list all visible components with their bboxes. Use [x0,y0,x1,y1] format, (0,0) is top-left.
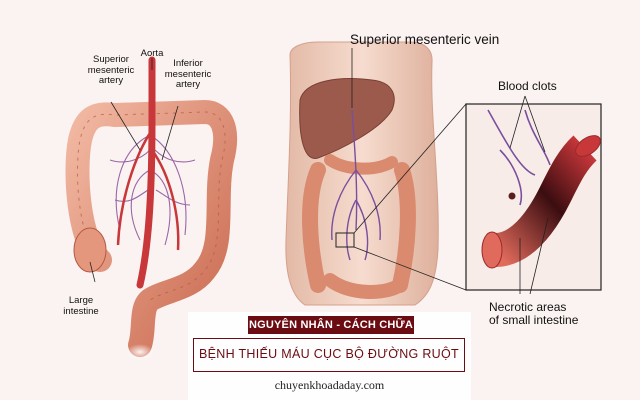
clot-mark [508,192,516,200]
aorta-label: Aorta [140,48,164,59]
small-intestine-tube [493,135,598,267]
zoom-box [335,232,355,248]
blood-clots-label: Blood clots [498,79,557,93]
banner-title-box: BỆNH THIẾU MÁU CỤC BỘ ĐƯỜNG RUỘT [193,338,465,372]
large-intestine-label: Large intestine [63,295,99,317]
banner-tag: NGUYÊN NHÂN - CÁCH CHỮA [248,316,414,334]
site-url[interactable]: chuyenkhoadaday.com [274,378,385,392]
title-banner: NGUYÊN NHÂN - CÁCH CHỮA BỆNH THIẾU MÁU C… [188,312,471,400]
inferior-mesenteric-artery-label: Inferior mesenteric artery [164,58,212,91]
cecum [73,227,107,273]
superior-mesenteric-vein [331,109,381,261]
abdomen-diagram [285,41,467,306]
superior-mesenteric-artery-label: Superior mesenteric artery [87,54,135,87]
mesenteric-vessels [109,134,196,246]
descending-colon [392,162,416,293]
ascending-colon [302,162,326,293]
superior-mesenteric-vein-label: Superior mesenteric vein [350,32,500,47]
large-intestine-diagram [65,56,238,360]
necrotic-areas-label: Necrotic areas of small intestine [489,300,579,328]
banner-title: BỆNH THIẾU MÁU CỤC BỘ ĐƯỜNG RUỘT [199,347,459,361]
inset-magnification [465,95,602,295]
liver [299,78,395,159]
